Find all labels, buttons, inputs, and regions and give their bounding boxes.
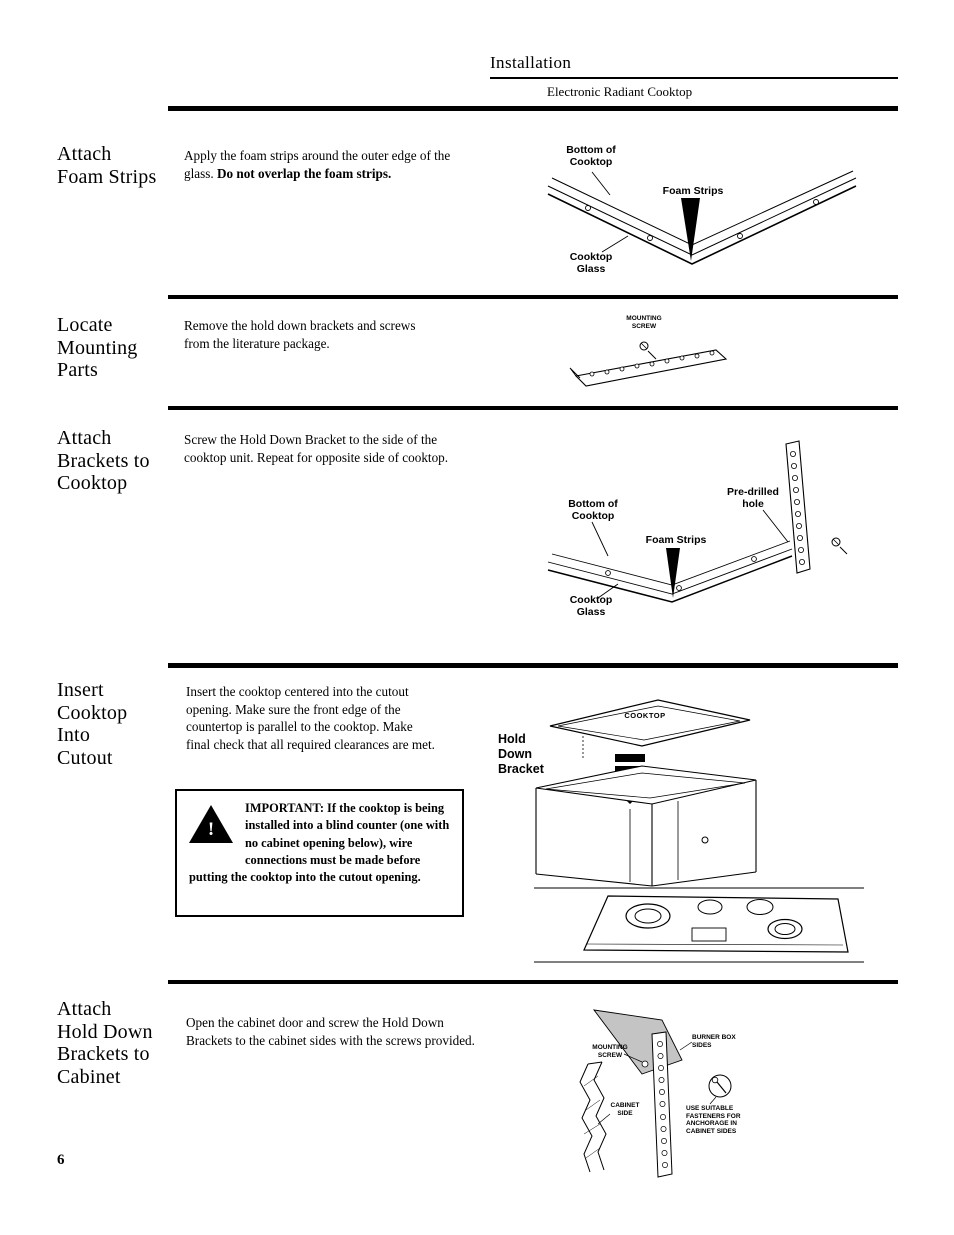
- header-divider-line: [490, 77, 898, 79]
- warning-text: IMPORTANT: If the cooktop is being insta…: [189, 801, 450, 885]
- label-pre-drilled-hole: Pre-drilled hole: [727, 486, 779, 511]
- heading-attach-hold-down-brackets: Attach Hold Down Brackets to Cabinet: [57, 998, 153, 1088]
- heading-attach-brackets-to-cooktop: Attach Brackets to Cooktop: [57, 427, 150, 495]
- body-attach-foam-strips: Apply the foam strips around the outer e…: [184, 147, 480, 182]
- section-rule-5: [168, 980, 898, 984]
- heading-locate-mounting-parts: Locate Mounting Parts: [57, 314, 138, 382]
- label-foam-strips: Foam Strips: [662, 185, 724, 197]
- heading-attach-foam-strips: Attach Foam Strips: [57, 143, 157, 188]
- label-mounting-screw: MOUNTING SCREW: [626, 315, 662, 330]
- warning-exclamation: !: [207, 819, 215, 840]
- foam-strip-pointer: [666, 548, 680, 598]
- warning-triangle-icon: !: [189, 805, 233, 843]
- label-use-suitable-fasteners: USE SUITABLE FASTENERS FOR ANCHORAGE IN …: [686, 1105, 741, 1135]
- body-insert-cooktop: Insert the cooktop centered into the cut…: [186, 684, 435, 752]
- attach-brackets-illustration: Pre-drilled hole Bottom of Cooktop Foam …: [538, 428, 872, 636]
- heading-insert-cooktop-into-cutout: Insert Cooktop Into Cutout: [57, 679, 128, 769]
- body-attach-hold-down-brackets: Open the cabinet door and screw the Hold…: [186, 1015, 475, 1048]
- control-window: [691, 927, 727, 942]
- hold-down-bracket-strip: [574, 349, 728, 387]
- mounting-parts-illustration: MOUNTING SCREW: [568, 310, 773, 400]
- foam-corner-diagram: [547, 170, 857, 265]
- label-cabinet-side: CABINET SIDE: [610, 1102, 640, 1117]
- section-rule-3: [168, 406, 898, 410]
- mounting-screw-icon: [641, 1060, 649, 1068]
- cabinet: [535, 765, 757, 887]
- cabinet-brackets-illustration: MOUNTING SCREW BURNER BOX SIDES CABINET …: [558, 1002, 793, 1192]
- foam-strips-illustration: Bottom of Cooktop Foam Strips Cooktop Gl…: [540, 140, 862, 292]
- installed-cooktop-view: [583, 895, 849, 953]
- label-burner-box-sides: BURNER BOX SIDES: [692, 1034, 736, 1049]
- foam-strip-pointer: [681, 198, 700, 261]
- cabinet-bracket-diagram: [579, 1009, 732, 1178]
- cooktop-slab: [549, 699, 751, 747]
- label-mounting-screw: MOUNTING SCREW: [592, 1044, 628, 1059]
- section-rule-4: [168, 663, 898, 668]
- insert-cooktop-diagram: [534, 699, 864, 963]
- body-regular: Apply the foam strips around the outer e…: [184, 148, 451, 181]
- body-bold: Do not overlap the foam strips.: [216, 165, 392, 181]
- burner-box: [592, 1009, 683, 1075]
- label-foam-strips: Foam Strips: [645, 534, 707, 546]
- label-cooktop: COOKTOP: [624, 711, 666, 720]
- door-handle: [701, 836, 709, 844]
- section-rule-2: [168, 295, 898, 299]
- header-section-title: Installation: [490, 53, 572, 72]
- header-subtitle: Electronic Radiant Cooktop: [547, 84, 693, 99]
- body-attach-brackets-to-cooktop: Screw the Hold Down Bracket to the side …: [184, 432, 449, 465]
- label-bottom-of-cooktop: Bottom of Cooktop: [566, 144, 616, 169]
- cabinet-side-board: [579, 1061, 607, 1173]
- label-bottom-of-cooktop: Bottom of Cooktop: [568, 498, 618, 523]
- body-locate-mounting-parts: Remove the hold down brackets and screws…: [184, 318, 416, 351]
- hold-down-bracket: [785, 440, 811, 574]
- page-number: 6: [57, 1152, 65, 1168]
- label-cooktop-glass: Cooktop Glass: [569, 594, 613, 619]
- section-rule-top: [168, 106, 898, 111]
- label-hold-down-bracket: Hold Down Bracket: [498, 732, 544, 776]
- fastener-detail: [708, 1074, 732, 1098]
- label-cooktop-glass: Cooktop Glass: [569, 251, 613, 276]
- mounting-bracket-diagram: [569, 341, 728, 387]
- brackets-cooktop-diagram: [547, 440, 848, 603]
- important-warning-box: ! IMPORTANT: If the cooktop is being ins…: [175, 789, 464, 917]
- insert-cooktop-illustration: COOKTOP Hold Down Bracket: [498, 688, 870, 980]
- warning-icon-area: !: [189, 800, 245, 864]
